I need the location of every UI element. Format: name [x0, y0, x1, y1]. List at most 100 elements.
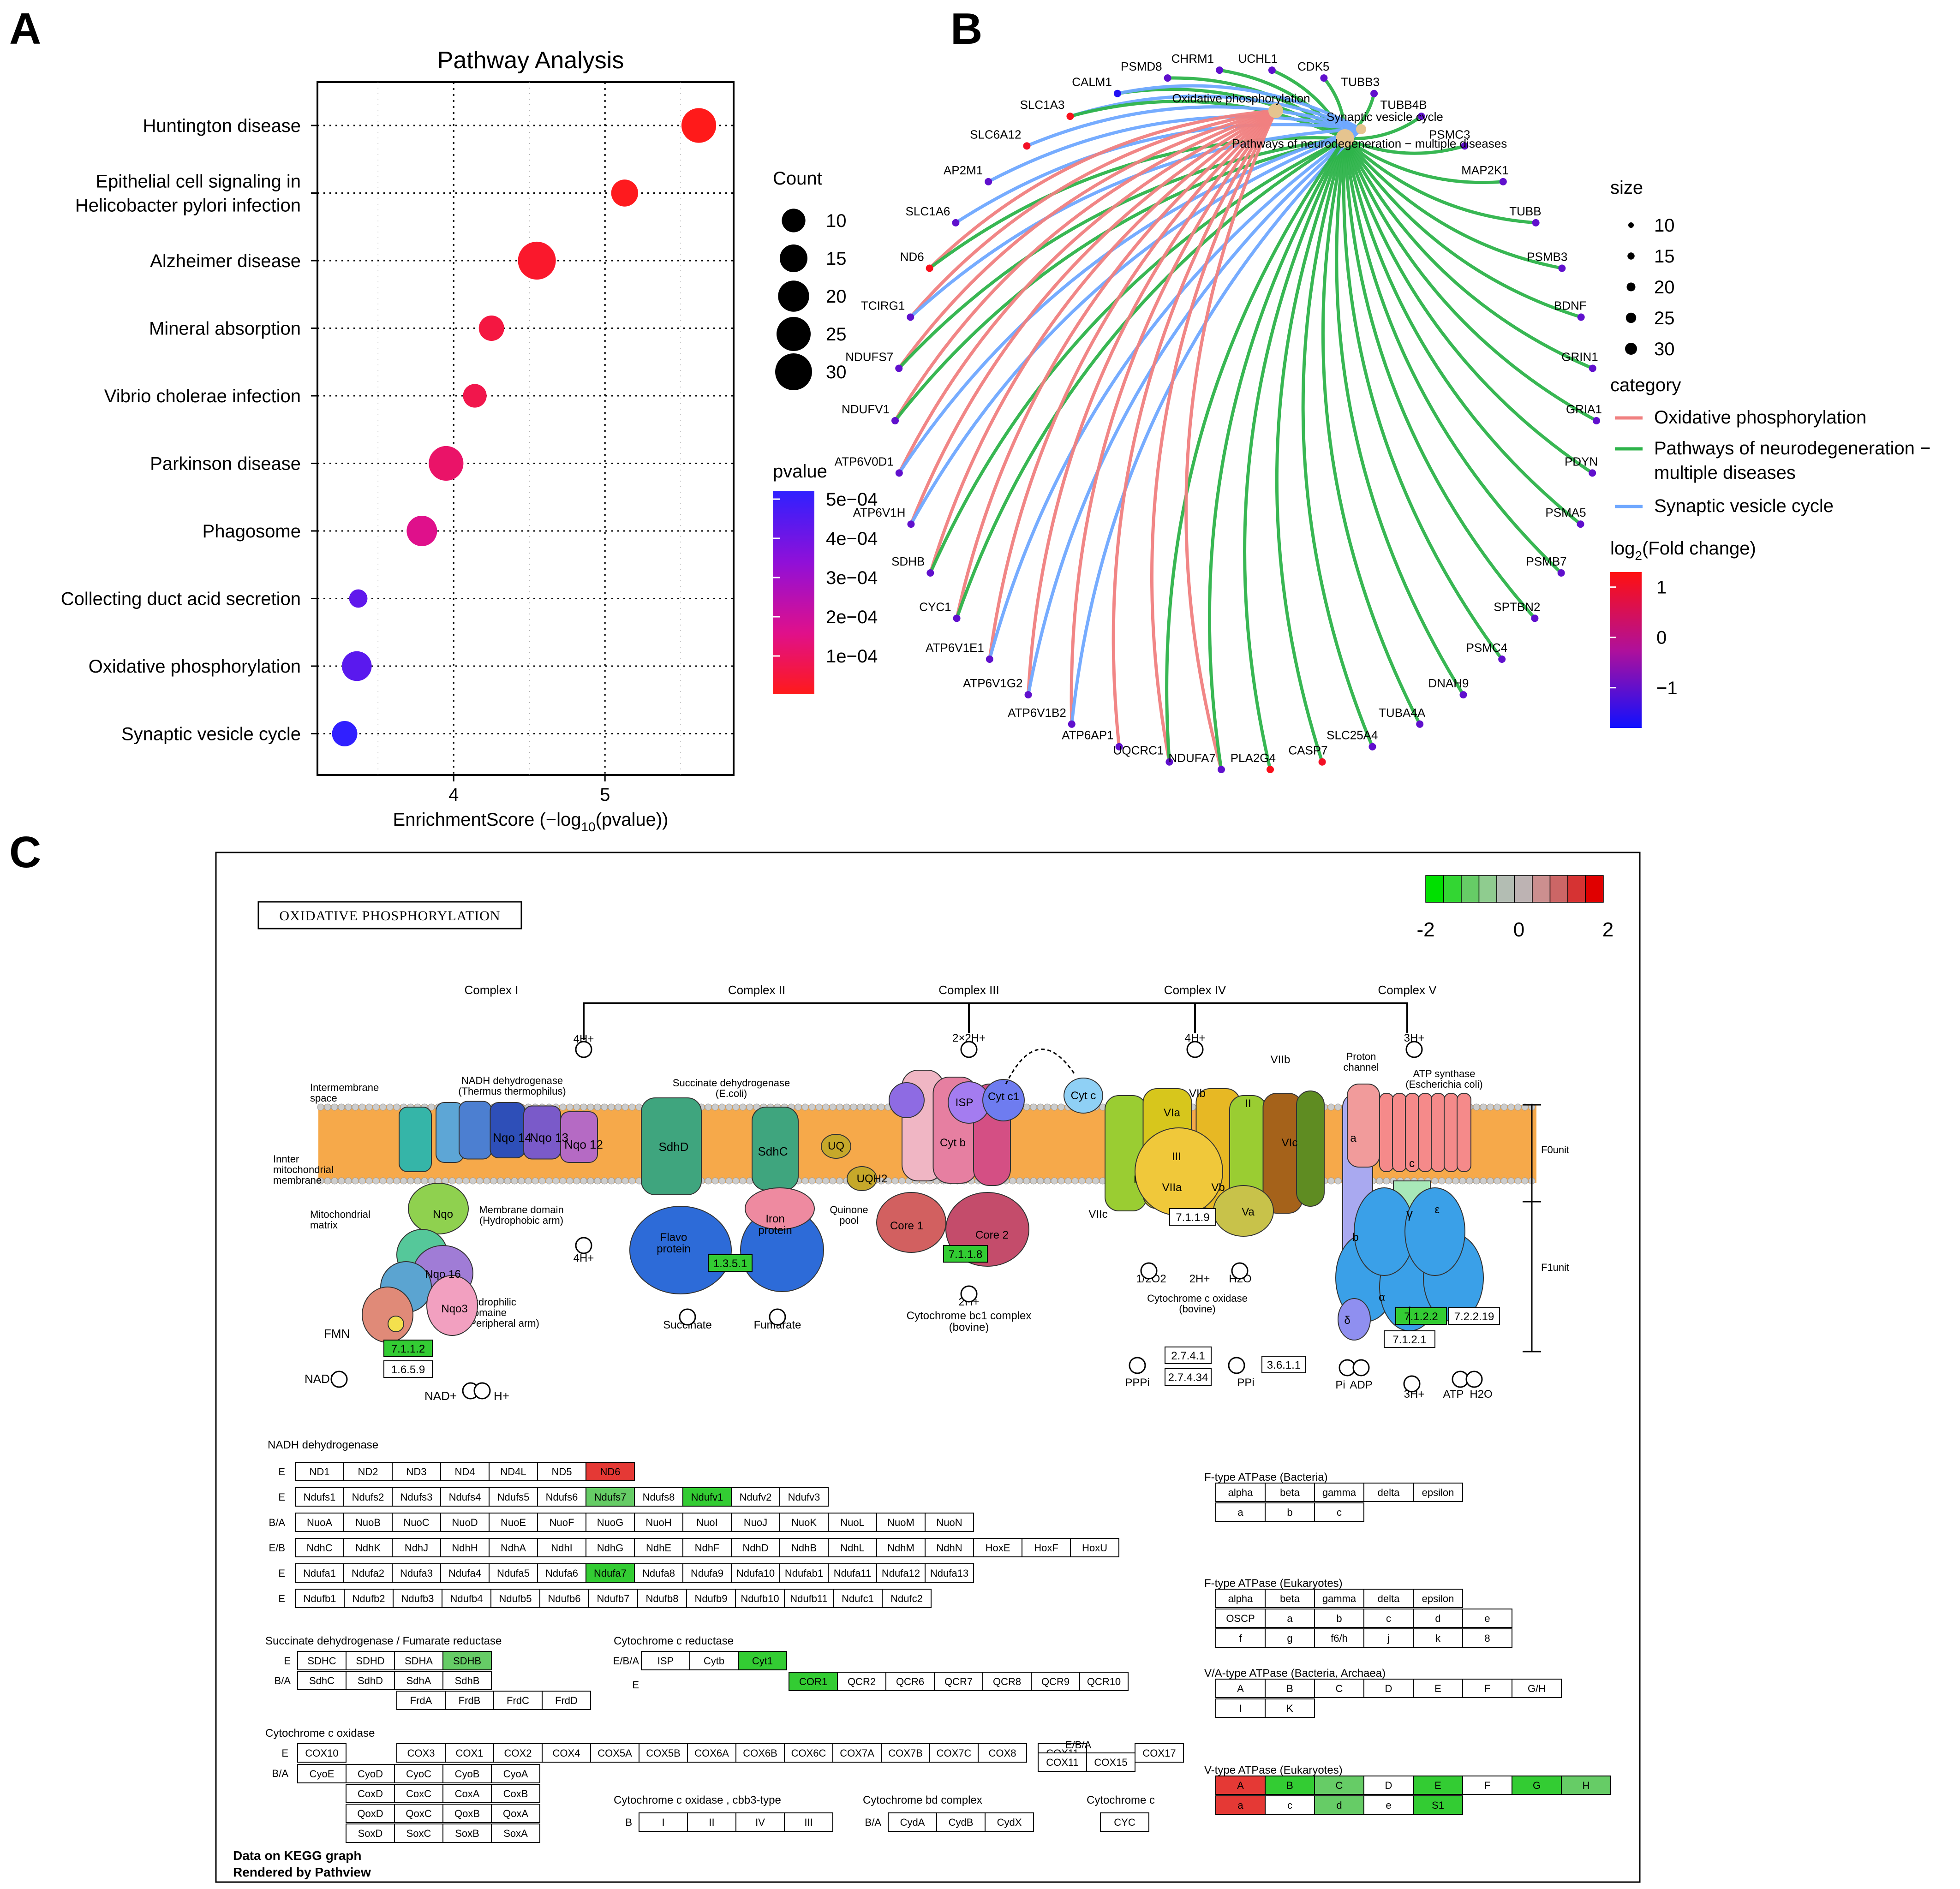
- gene-cell: [876, 1538, 926, 1557]
- gene-node: [1417, 113, 1425, 120]
- lipid-head: [621, 1103, 629, 1111]
- gene-cell: [1215, 1502, 1266, 1522]
- lipid-head: [518, 1177, 525, 1185]
- gene-node: [1368, 743, 1376, 751]
- gene-cell: [881, 1743, 930, 1763]
- lipid-head: [421, 1177, 428, 1185]
- chem-label: Pi: [1335, 1379, 1345, 1391]
- lipid-head: [615, 1177, 622, 1185]
- gene-cell: [828, 1513, 877, 1532]
- gene-cell: [490, 1589, 540, 1608]
- gene-label: ATP6V0D1: [835, 454, 894, 468]
- count-legend-label: 10: [826, 211, 847, 231]
- gene-cell: [537, 1563, 586, 1583]
- gene-node: [926, 264, 933, 272]
- gene-cell-label: FrdB: [459, 1695, 481, 1706]
- gene-cell-label: SoxD: [358, 1828, 383, 1839]
- gene-cell-label: NuoB: [355, 1517, 381, 1528]
- network-edge: [1026, 105, 1362, 148]
- size-legend-label: 10: [1654, 215, 1675, 236]
- chem-label: PPPi: [1125, 1377, 1149, 1389]
- gene-cell-label: e: [1386, 1800, 1391, 1811]
- lipid-head: [1058, 1103, 1065, 1111]
- lipid-head: [857, 1103, 864, 1111]
- gene-cell: [828, 1563, 877, 1583]
- lipid-head: [352, 1177, 359, 1185]
- iron-protein-cap: [745, 1187, 815, 1230]
- lipid-head: [1487, 1103, 1494, 1111]
- gene-node: [1459, 691, 1467, 699]
- network-edge: [929, 109, 1277, 574]
- gene-cell-label: NdhG: [597, 1542, 623, 1554]
- gene-cell: [442, 1823, 492, 1843]
- subunit-label: ISP: [956, 1096, 974, 1109]
- gene-node: [926, 569, 934, 577]
- gene-cell: [925, 1563, 974, 1583]
- gene-cell: [392, 1487, 441, 1507]
- gene-node: [1498, 655, 1506, 663]
- gene-cell-label: Cyt1: [752, 1655, 773, 1667]
- count-legend-dot: [782, 209, 806, 232]
- dotplot-point: [478, 316, 504, 341]
- subunit-label: Nqo: [433, 1208, 453, 1221]
- dotplot-xlabel: EnrichmentScore (−log10(pvalue)): [393, 810, 669, 834]
- gene-cell-label: Ndufa13: [930, 1567, 968, 1579]
- gene-cell-label: H: [1583, 1780, 1590, 1791]
- lipid-head: [1092, 1177, 1100, 1185]
- lipid-head: [525, 1177, 532, 1185]
- gene-cell-label: Ndufb3: [401, 1593, 434, 1604]
- row-tag: E/B: [269, 1542, 285, 1554]
- lipid-head: [615, 1103, 622, 1111]
- lipid-head: [573, 1103, 580, 1111]
- gene-node: [1023, 142, 1031, 150]
- lipid-head: [324, 1103, 331, 1111]
- gene-cell: [1314, 1679, 1364, 1698]
- network-edge: [955, 109, 1277, 619]
- lipid-head: [815, 1103, 823, 1111]
- gene-cell-label: COX4: [553, 1747, 580, 1759]
- gene-cell-label: COX3: [407, 1747, 435, 1759]
- subunit-label: ε: [1435, 1204, 1440, 1216]
- gene-cell-label: NdhE: [646, 1542, 671, 1554]
- metabolite-circle: [330, 1371, 348, 1388]
- gene-cell-label: f: [1239, 1633, 1242, 1644]
- gene-cell-label: g: [1287, 1633, 1292, 1644]
- annotation: (Escherichia coli): [1405, 1079, 1483, 1090]
- network-edge: [955, 137, 1346, 619]
- gene-cell: [295, 1538, 344, 1557]
- annotation: mitochondrial: [273, 1164, 334, 1175]
- gene-cell: [295, 1589, 345, 1608]
- chem-label: H2O: [1470, 1388, 1492, 1400]
- gene-cell-label: Ndufa9: [691, 1567, 723, 1579]
- gene-label: ATP6AP1: [1062, 728, 1113, 742]
- dotplot-point: [349, 589, 368, 608]
- lipid-head: [829, 1103, 837, 1111]
- lipid-head: [393, 1177, 400, 1185]
- count-legend-dot: [778, 280, 809, 312]
- category-legend-label: Pathways of neurodegeneration −: [1654, 438, 1930, 459]
- complex3-head: [982, 1079, 1025, 1121]
- gene-cell: [442, 1589, 491, 1608]
- gene-cell-label: Ndufb6: [548, 1593, 581, 1604]
- gene-cell: [789, 1672, 838, 1691]
- subunit-label: II: [1245, 1097, 1251, 1110]
- dotplot-title: Pathway Analysis: [437, 47, 624, 74]
- gene-cell-label: F: [1484, 1780, 1490, 1791]
- gene-cell-label: QCR10: [1087, 1676, 1121, 1687]
- panel-b-network: PLA2G4CASP7SLC25A4TUBA4ADNAH9PSMC4SPTBN2…: [835, 52, 1930, 774]
- gene-cell-label: SoxA: [503, 1828, 528, 1839]
- lipid-head: [538, 1177, 546, 1185]
- color-scale-swatch: [1478, 875, 1497, 903]
- gene-cell-label: SdhB: [455, 1675, 480, 1686]
- gene-cell-label: CyoC: [406, 1768, 431, 1780]
- gene-cell-label: COX1: [456, 1747, 484, 1759]
- gene-label: PSMB3: [1527, 250, 1567, 263]
- gene-cell: [440, 1538, 490, 1557]
- lipid-head: [1023, 1177, 1030, 1185]
- gene-cell: [489, 1462, 538, 1481]
- gene-cell-label: CyoB: [455, 1768, 480, 1780]
- size-legend-label: 15: [1654, 246, 1675, 267]
- core1: [876, 1192, 946, 1253]
- size-legend-label: 20: [1654, 277, 1675, 298]
